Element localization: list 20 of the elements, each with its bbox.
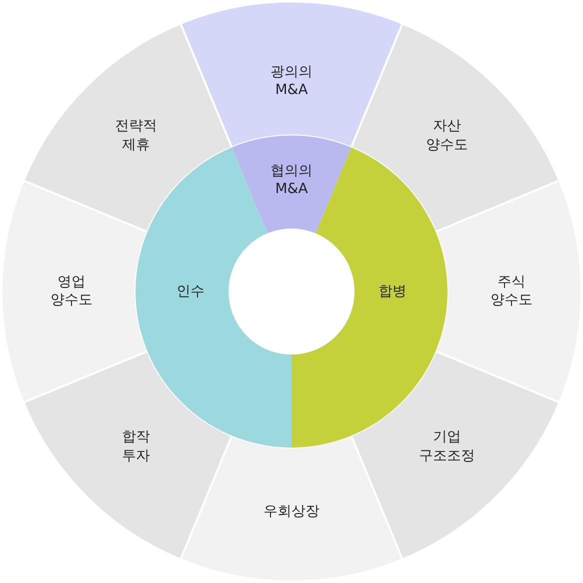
segment-label: 전략적 제휴 [114, 117, 157, 155]
ring-segment [350, 22, 561, 233]
ring-segment [434, 179, 583, 404]
ring-segment [350, 350, 561, 561]
ring-segment [0, 179, 149, 404]
segment-label: 기업 구조조정 [419, 428, 476, 466]
segment-label: 합병 [378, 282, 406, 301]
ring-segment [22, 350, 233, 561]
ring-segment [22, 22, 233, 233]
ring-segment [179, 0, 404, 149]
segment-label: 합작 투자 [122, 428, 150, 466]
segment-label: 인수 [176, 282, 204, 301]
segment-label: 우회상장 [264, 502, 320, 521]
segment-label: 광의의 M&A [270, 62, 312, 100]
segment-label: 자산 양수도 [426, 117, 468, 155]
ring-segment [179, 434, 404, 583]
segment-label: 협의의 M&A [270, 162, 312, 200]
ring-segment [230, 134, 353, 235]
segment-label: 영업 양수도 [50, 272, 92, 310]
segment-label: 주식 양수도 [490, 272, 532, 310]
